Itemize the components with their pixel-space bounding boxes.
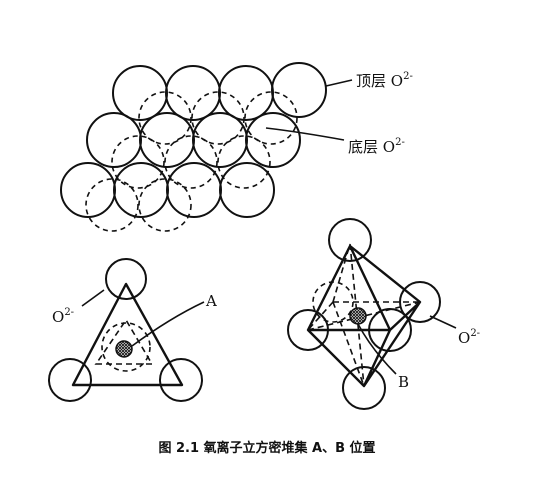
top-layer-circles <box>60 62 327 218</box>
oxygen-ion <box>48 358 92 402</box>
site-a-cation <box>115 340 133 358</box>
oxygen-ion <box>399 281 441 323</box>
tetrahedron-outline <box>71 282 184 387</box>
bottom-layer-label: 底层 O2- <box>348 137 405 156</box>
octahedron-outline <box>306 244 422 388</box>
oxygen-ion <box>342 366 386 410</box>
site-a-leader <box>131 301 205 347</box>
site-b-label: B <box>398 373 409 391</box>
oxygen-ion <box>328 218 372 262</box>
oxygen-ion <box>105 258 147 300</box>
site-b-leader <box>357 323 397 375</box>
site-b-cation <box>349 307 367 325</box>
oxygen-left-leader <box>81 289 105 307</box>
octahedral-site-diagram: B O2- <box>287 218 480 410</box>
bottom-layer-leader <box>265 127 345 141</box>
site-a-label: A <box>205 292 217 310</box>
oxygen-left-label: O2- <box>52 307 74 326</box>
top-layer-leader <box>325 79 353 87</box>
top-layer-label: 顶层 O2- <box>356 71 413 90</box>
oxygen-ion-behind <box>101 322 151 372</box>
oxygen-right-leader <box>429 315 457 329</box>
packing-layers: 顶层 O2- 底层 O2- <box>60 62 413 232</box>
figure-caption: 图 2.1 氧离子立方密堆集 A、B 位置 <box>158 440 375 456</box>
tetrahedral-site-diagram: A O2- <box>48 258 217 402</box>
oxygen-right-label: O2- <box>458 328 480 347</box>
oxygen-ion <box>159 358 203 402</box>
